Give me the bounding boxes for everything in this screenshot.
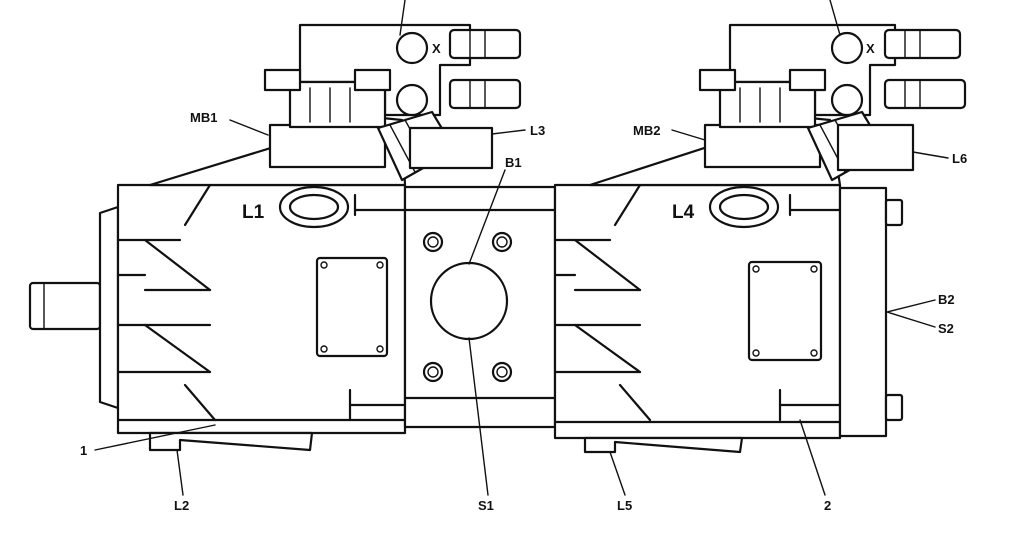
adjuster-upper-right (883, 28, 962, 60)
center-coupling (403, 185, 557, 429)
cover-plate-left (315, 256, 389, 358)
label-x-left: X (432, 41, 441, 56)
label-s2: S2 (938, 321, 954, 336)
label-part-2: 2 (824, 498, 831, 513)
label-l4: L4 (672, 202, 695, 223)
port-b1-s1 (429, 261, 509, 341)
callout-labels: X X MB1 MB2 L1 L4 L3 L6 B1 B2 S2 1 L2 S1… (80, 41, 967, 513)
front-flange (98, 205, 120, 410)
label-mb1: MB1 (190, 110, 217, 125)
label-l6: L6 (952, 151, 967, 166)
label-l5: L5 (617, 498, 632, 513)
port-x-left (395, 31, 429, 65)
right-pump (553, 23, 967, 454)
cover-plate-right (747, 260, 823, 362)
port-x-right (830, 31, 864, 65)
label-l2: L2 (174, 498, 189, 513)
port-l4 (708, 185, 780, 229)
label-l3: L3 (530, 123, 545, 138)
adjuster-lower-right (883, 78, 967, 110)
label-l1: L1 (242, 202, 265, 223)
leader-lines (94, 0, 949, 496)
port-l1 (278, 185, 350, 229)
label-s1: S1 (478, 498, 494, 513)
drive-shaft (28, 281, 102, 331)
end-cover (838, 186, 888, 438)
label-part-1: 1 (80, 443, 87, 458)
label-x-right: X (866, 41, 875, 56)
label-b2: B2 (938, 292, 955, 307)
left-pump (28, 23, 522, 452)
label-b1: B1 (505, 155, 522, 170)
label-mb2: MB2 (633, 123, 660, 138)
